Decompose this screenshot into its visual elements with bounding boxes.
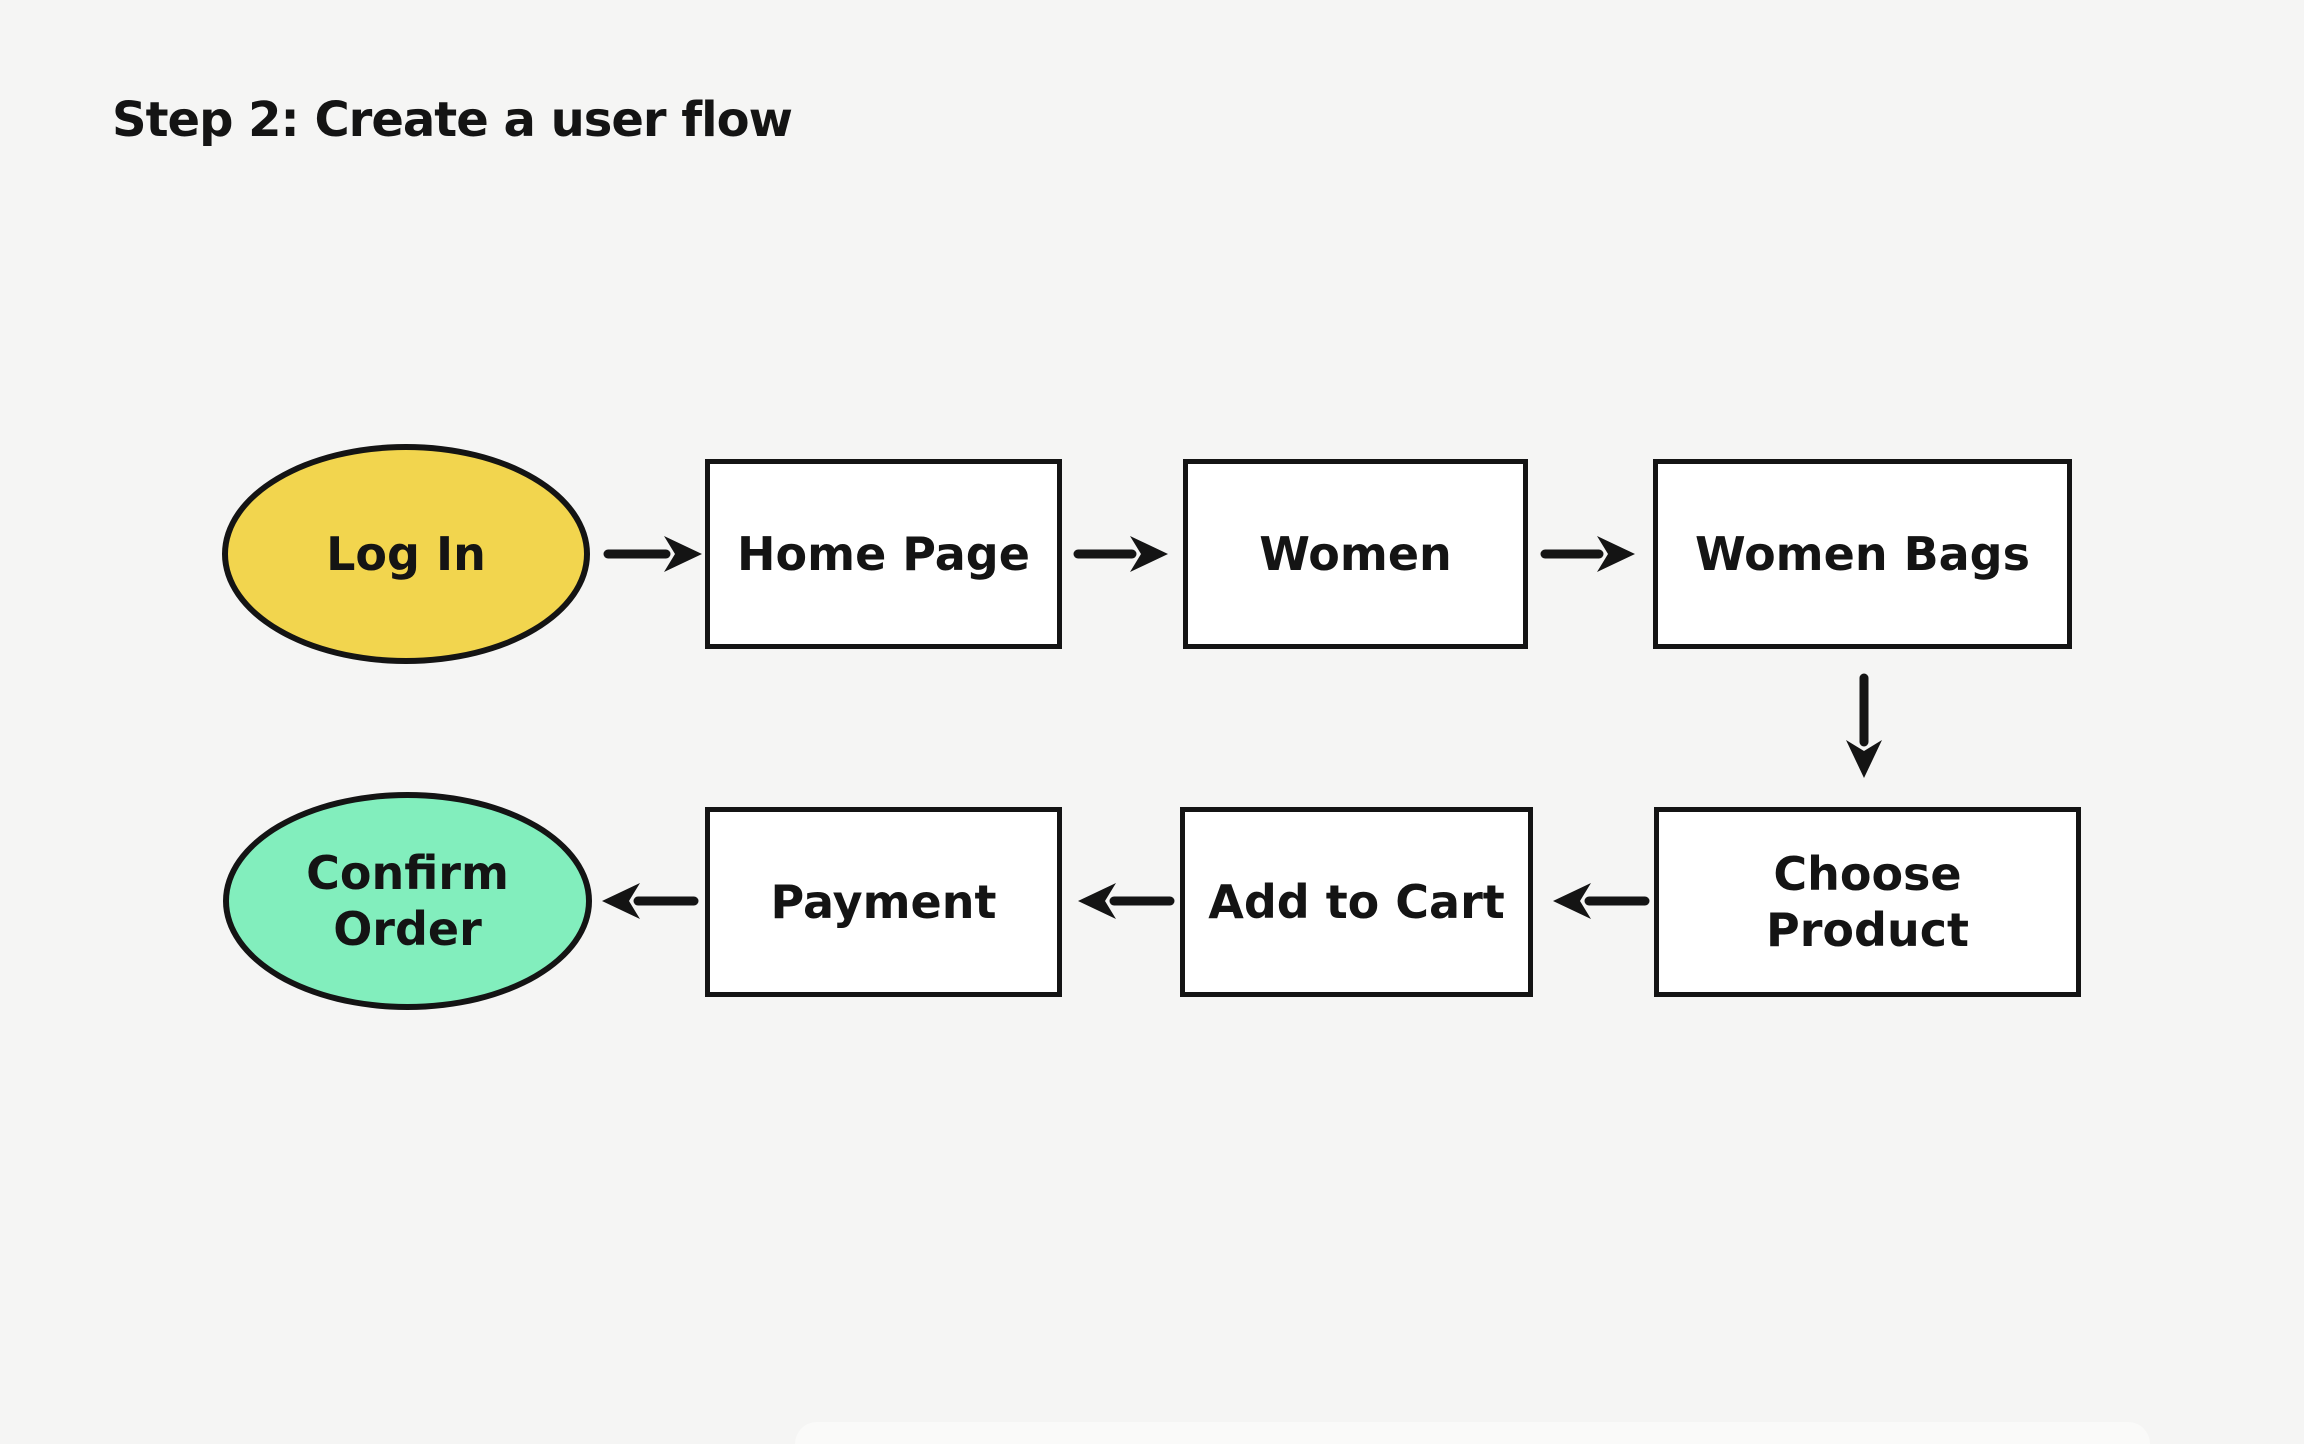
arrow-down-icon [1846, 673, 1882, 778]
flow-node-home-page: Home Page [705, 459, 1062, 649]
node-label: Order [333, 902, 482, 956]
node-label: Choose [1773, 846, 1962, 901]
flow-node-women: Women [1183, 459, 1528, 649]
node-label: Add to Cart [1208, 874, 1505, 929]
flow-node-add-to-cart: Add to Cart [1180, 807, 1533, 997]
node-label: Women Bags [1694, 526, 2030, 581]
flow-node-log-in: Log In [222, 444, 590, 664]
bottom-panel-edge [795, 1422, 2150, 1444]
node-label: Home Page [737, 526, 1030, 581]
arrow-left-icon [1078, 883, 1175, 919]
node-label: Log In [326, 526, 486, 581]
arrow-left-icon [1553, 883, 1650, 919]
page-title: Step 2: Create a user flow [112, 92, 793, 148]
arrow-right-icon [1073, 536, 1168, 572]
node-label: Women [1259, 526, 1452, 581]
arrow-right-icon [603, 536, 702, 572]
flow-node-payment: Payment [705, 807, 1062, 997]
arrow-left-icon [602, 883, 699, 919]
node-label: Payment [770, 874, 997, 929]
arrow-right-icon [1540, 536, 1635, 572]
flow-node-confirm-order: Confirm Order [223, 792, 592, 1010]
flow-node-women-bags: Women Bags [1653, 459, 2072, 649]
node-label: Product [1766, 903, 1969, 957]
flow-node-choose-product: Choose Product [1654, 807, 2081, 997]
node-label: Confirm [306, 845, 509, 900]
